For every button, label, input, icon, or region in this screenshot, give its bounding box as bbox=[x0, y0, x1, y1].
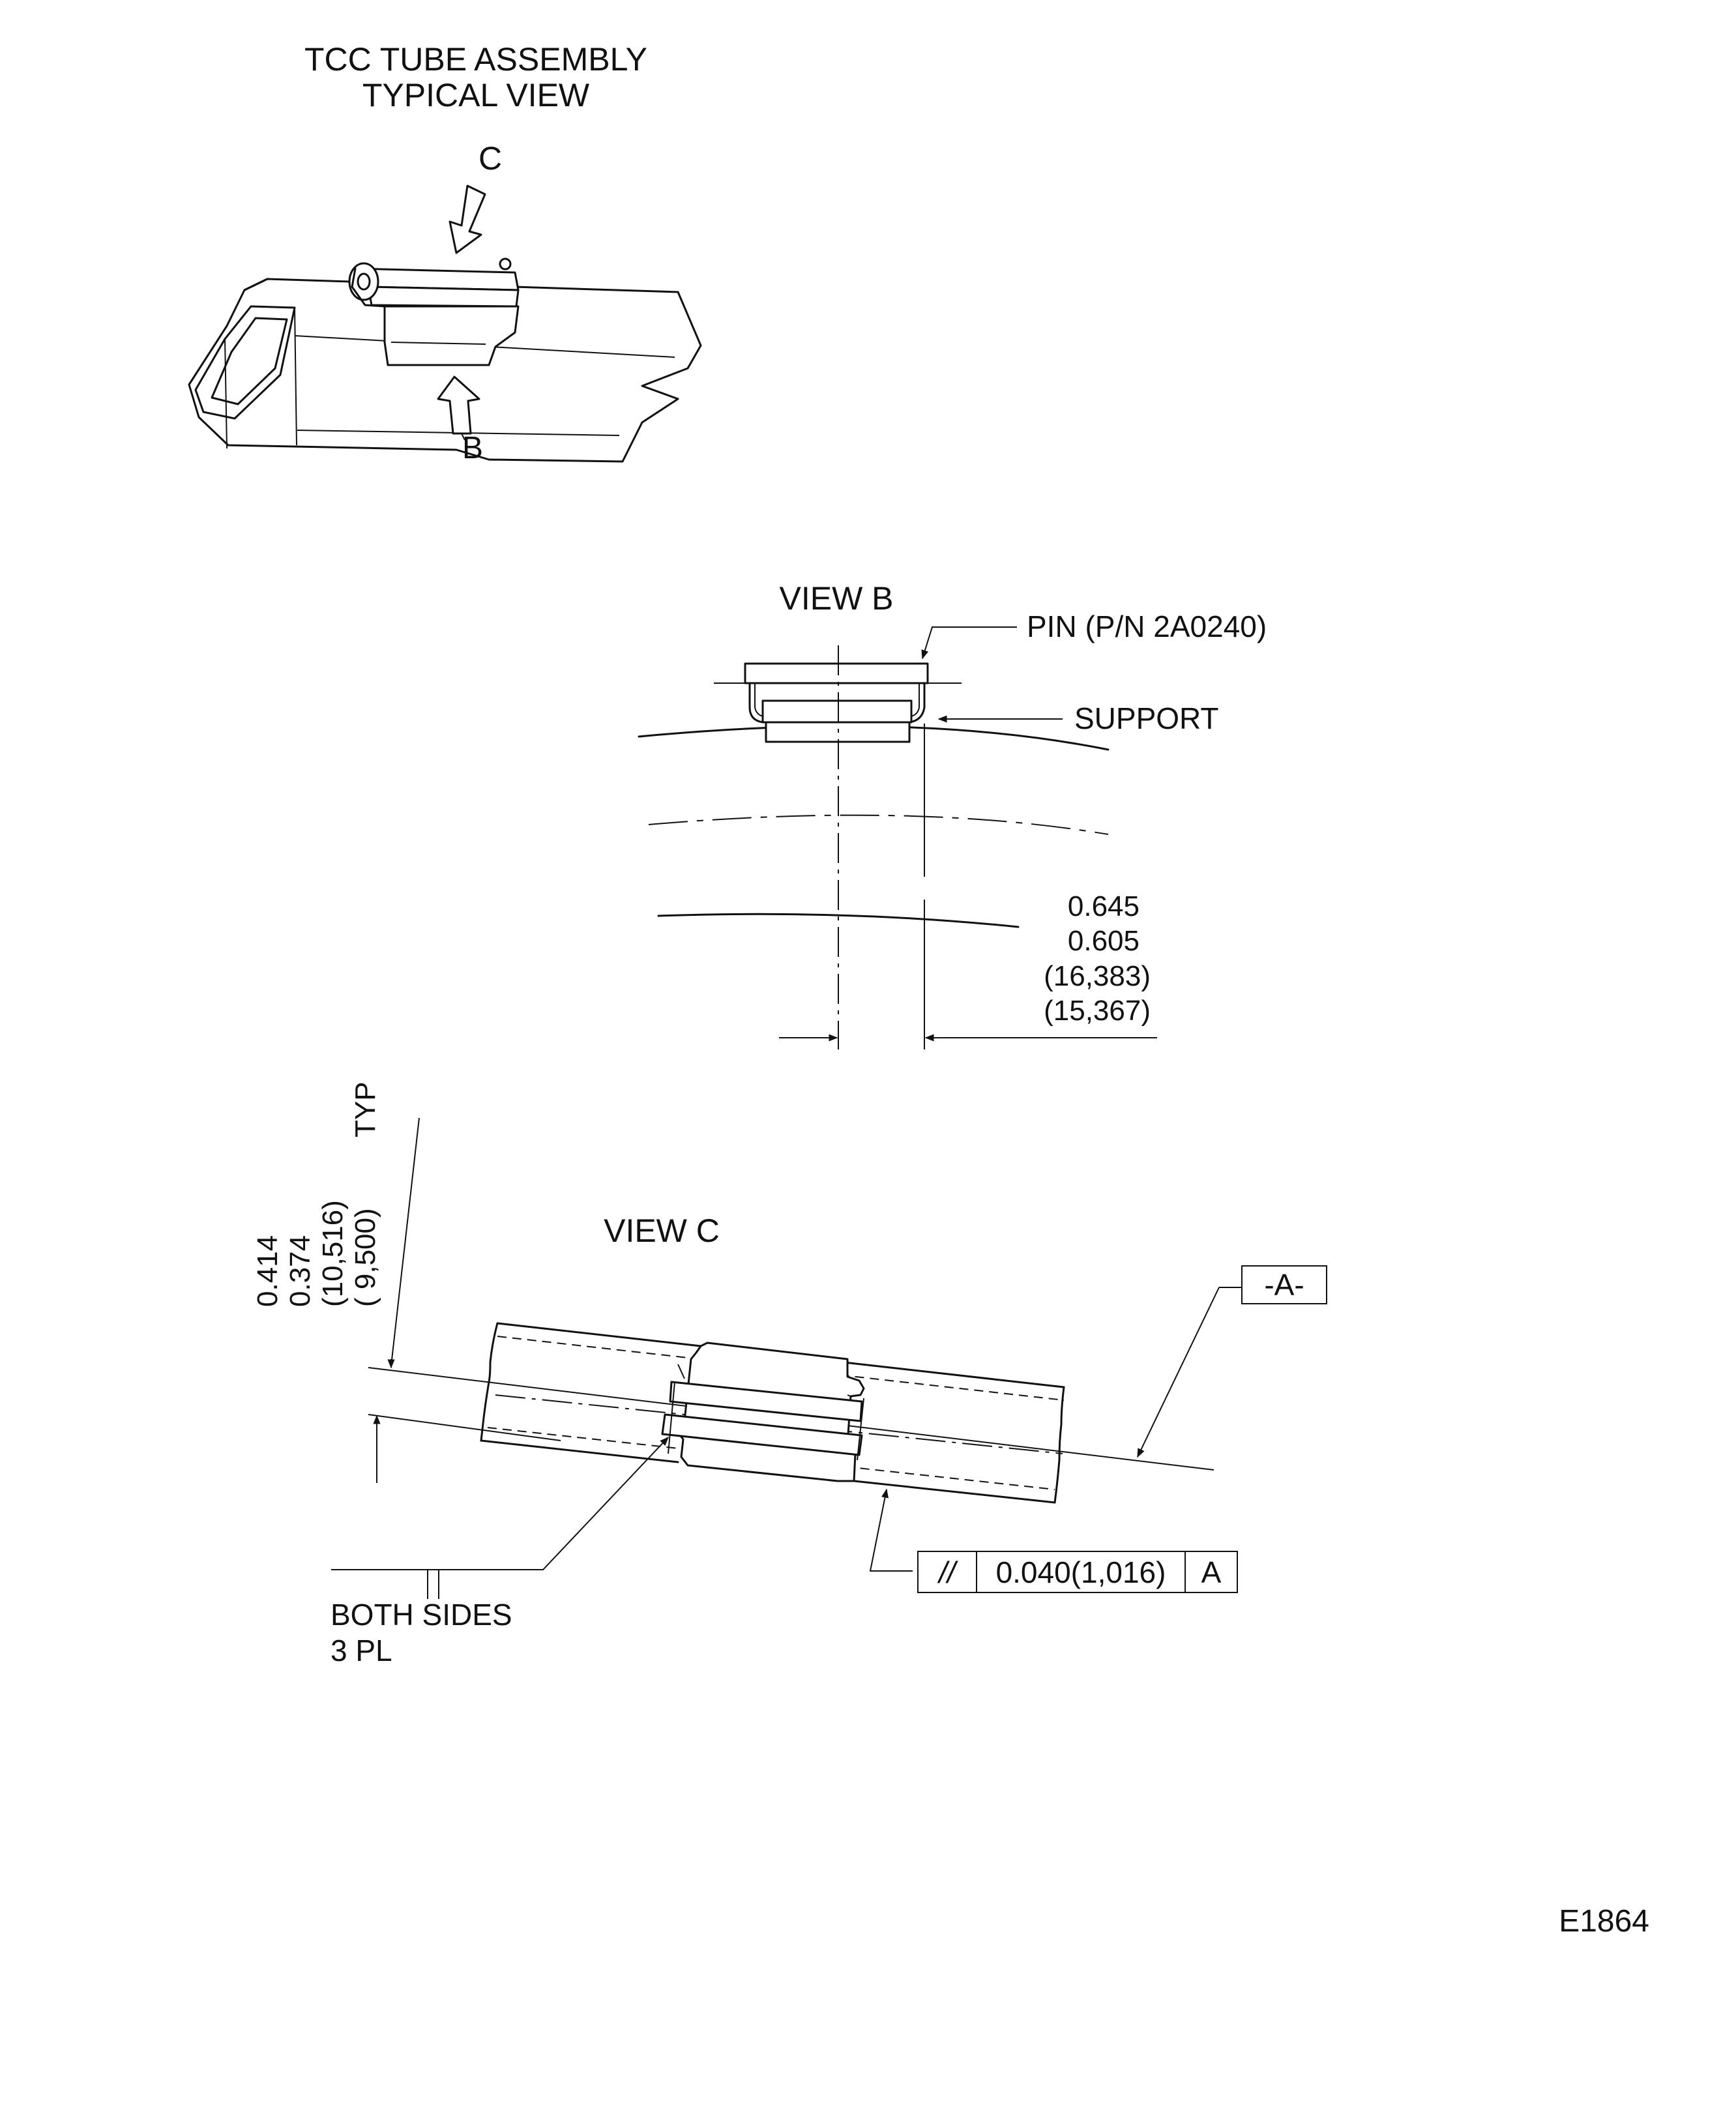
view-c-dim-min-mm: ( 9,500) bbox=[349, 1208, 381, 1307]
tube-assembly bbox=[348, 257, 520, 366]
view-b-title: VIEW B bbox=[779, 580, 893, 617]
typical-view: TCC TUBE ASSEMBLY TYPICAL VIEW bbox=[188, 41, 702, 465]
view-b-dim-max-mm: (16,383) bbox=[1044, 960, 1151, 992]
support-label: SUPPORT bbox=[1074, 701, 1219, 735]
view-c-dim-typ: TYP bbox=[349, 1081, 381, 1137]
figure-code: E1864 bbox=[1559, 1904, 1649, 1939]
tolerance-value: 0.040(1,016) bbox=[996, 1555, 1166, 1589]
datum-a-label: -A- bbox=[1264, 1268, 1304, 1302]
typical-view-title-line2: TYPICAL VIEW bbox=[362, 77, 590, 113]
arrow-b-label: B bbox=[462, 431, 483, 465]
pin-and-support bbox=[714, 662, 962, 743]
view-c-title: VIEW C bbox=[604, 1212, 720, 1249]
view-c-dim-max: 0.414 bbox=[252, 1235, 284, 1307]
view-b-dim-min: 0.605 bbox=[1068, 925, 1140, 957]
pin-and-support-view-c bbox=[661, 1342, 865, 1482]
both-sides-label: BOTH SIDES bbox=[331, 1598, 512, 1632]
three-pl-label: 3 PL bbox=[331, 1634, 392, 1667]
pin-label: PIN (P/N 2A0240) bbox=[1027, 609, 1267, 643]
typical-view-title-line1: TCC TUBE ASSEMBLY bbox=[304, 41, 647, 78]
view-c-arrow: C bbox=[449, 140, 502, 254]
arrow-c-label: C bbox=[478, 140, 502, 177]
view-b-arrow: B bbox=[437, 375, 483, 465]
view-b: VIEW B PIN (P/N 2A0240) SUPPORT 0.645 bbox=[638, 580, 1267, 1049]
view-b-dim-max: 0.645 bbox=[1068, 890, 1140, 922]
view-b-dim-min-mm: (15,367) bbox=[1044, 995, 1151, 1027]
datum-a: -A- bbox=[1137, 1265, 1327, 1458]
tolerance-datum: A bbox=[1201, 1555, 1222, 1589]
view-c-dim-min: 0.374 bbox=[284, 1235, 316, 1307]
view-c: VIEW C 0.414 0.374 (10,516) ( 9,500) TYP bbox=[252, 1081, 1327, 1667]
both-sides-callout: BOTH SIDES 3 PL bbox=[331, 1436, 669, 1667]
tolerance-symbol: // bbox=[937, 1555, 958, 1589]
view-c-dim-text: 0.414 0.374 (10,516) ( 9,500) TYP bbox=[252, 1081, 381, 1307]
feature-control-frame: // 0.040(1,016) A bbox=[869, 1488, 1238, 1593]
view-c-dim-max-mm: (10,516) bbox=[317, 1200, 349, 1307]
